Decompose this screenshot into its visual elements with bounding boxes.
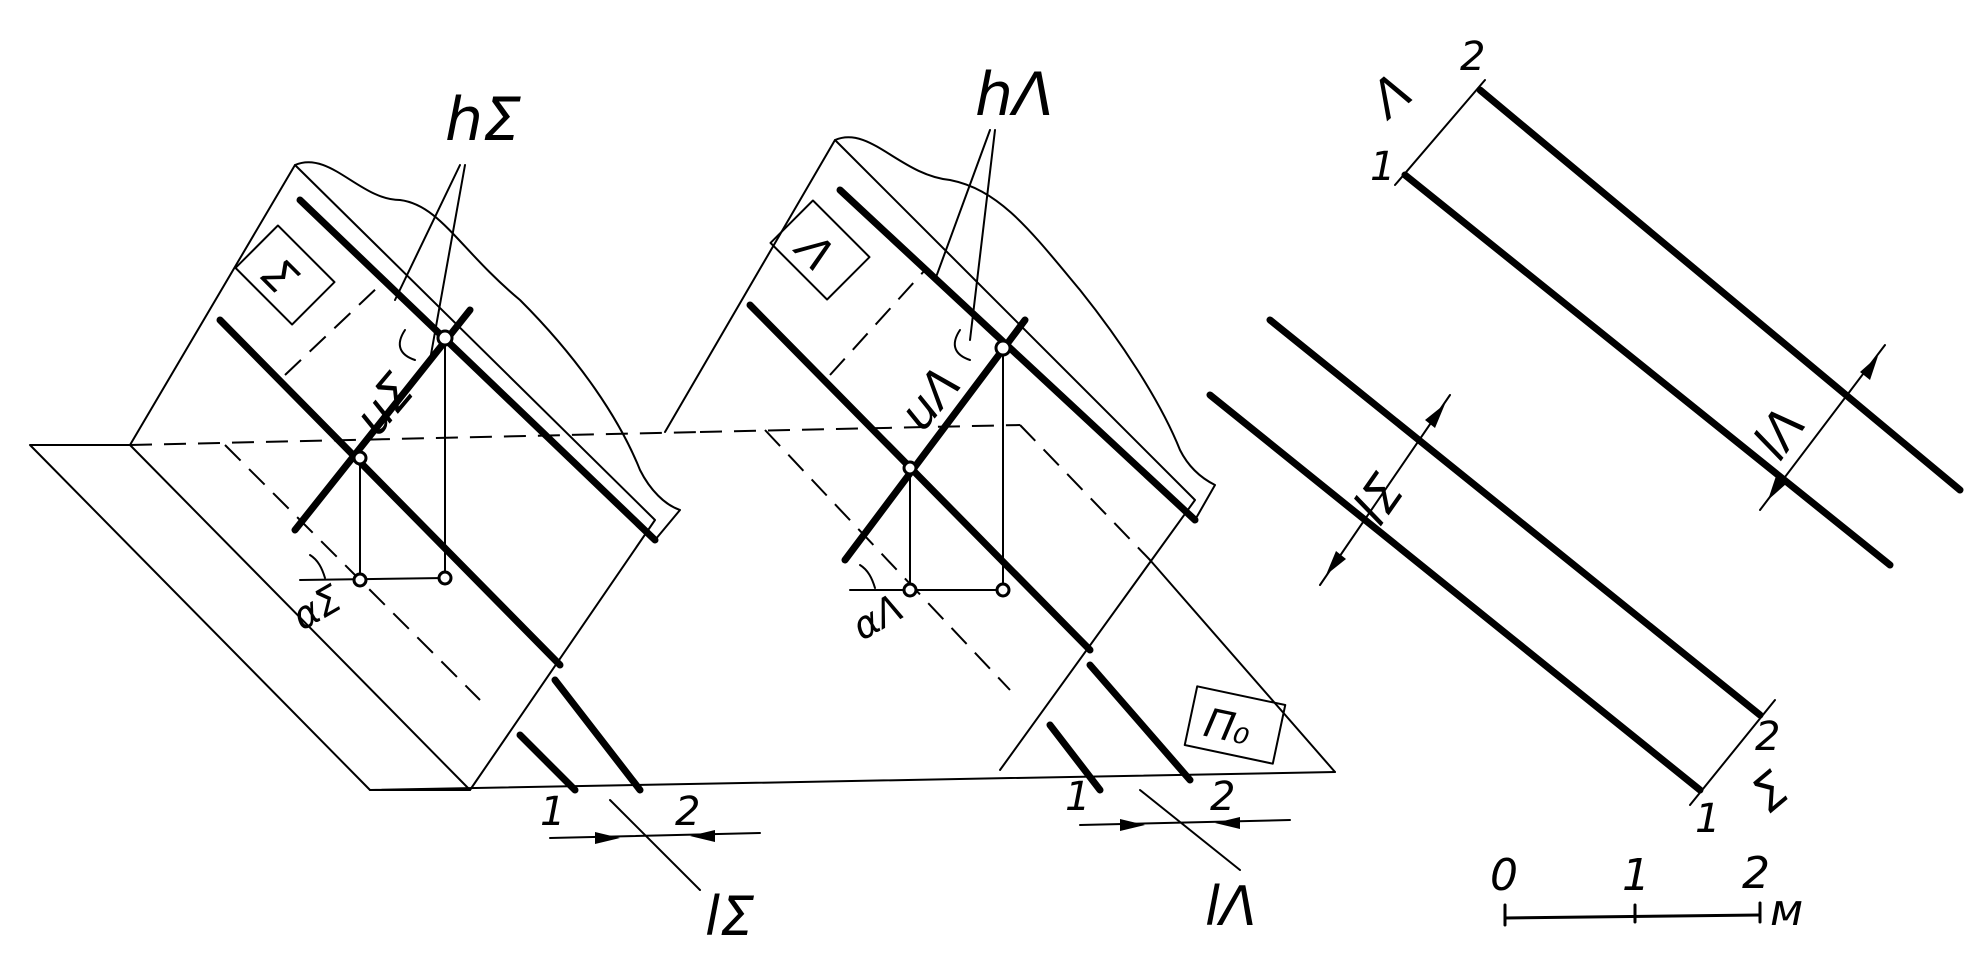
plan-dim-sigma <box>1319 394 1451 586</box>
plan-lambda-end <box>1394 79 1486 186</box>
label-one-b: 1 <box>1065 774 1090 820</box>
label-u-lambda: uΛ <box>889 356 973 440</box>
plan-arrow-lambda-2 <box>1768 476 1786 500</box>
dip-line-lambda <box>841 316 1029 564</box>
projector-sigma-base <box>299 577 446 581</box>
label-sigma-right: Σ <box>1741 761 1801 824</box>
label-alpha-sigma: αΣ <box>285 576 349 639</box>
h-lambda-leader-1 <box>934 129 991 281</box>
point-sigma-2 <box>436 329 454 347</box>
scale-label-1: 1 <box>1622 850 1650 901</box>
plan-arrow-sigma-1 <box>1425 404 1445 428</box>
pi0-plane-edge <box>1149 559 1336 773</box>
label-two-a: 2 <box>675 789 700 835</box>
point-sigma-1 <box>352 450 368 466</box>
dim-arrow-lambda-1 <box>1120 819 1145 831</box>
label-lambda-right: Λ <box>1357 62 1424 131</box>
contour-line-sigma-1 <box>216 316 564 669</box>
plane-lambda-wavy-edge <box>834 136 1216 521</box>
contour-line-sigma-1-ext <box>516 731 579 794</box>
sigma-box <box>234 224 336 326</box>
contour-line-sigma-2-ext <box>551 676 644 794</box>
dash-mid-1 <box>764 429 1011 691</box>
label-one-right-top: 1 <box>1370 144 1395 190</box>
scale-unit: м <box>1770 885 1803 936</box>
ground-plane-left <box>29 444 471 791</box>
label-two-b: 2 <box>1210 774 1235 820</box>
contour-line-sigma-2 <box>296 196 659 544</box>
figure-plan <box>1206 79 1964 927</box>
label-h-sigma: hΣ <box>445 85 521 155</box>
label-sigma-box: Σ <box>251 249 307 305</box>
plane-lambda-outline <box>664 139 1196 771</box>
point-lambda-3 <box>902 582 918 598</box>
point-lambda-1 <box>902 460 918 476</box>
pi0-box <box>1183 685 1287 765</box>
contour-line-lambda-2 <box>836 186 1199 524</box>
plan-line-lambda-1 <box>1401 171 1894 569</box>
label-h-lambda: hΛ <box>975 60 1054 130</box>
contour-line-lambda-1 <box>746 301 1094 654</box>
lambda-box <box>769 199 871 301</box>
label-lambda-box: Λ <box>784 222 843 281</box>
plan-line-lambda-2 <box>1476 86 1964 494</box>
dash-mid-2 <box>829 269 926 376</box>
dip-line-sigma <box>291 306 474 534</box>
dimension-line-lambda <box>1079 819 1291 826</box>
ground-plane-bottom-edge <box>369 771 1336 791</box>
label-one-a: 1 <box>540 789 565 835</box>
h-sigma-leader-1 <box>394 164 461 301</box>
plane-sigma-outline <box>129 164 656 791</box>
point-sigma-4 <box>437 570 453 586</box>
scale-label-0: 0 <box>1490 850 1518 901</box>
dimension-leader-lambda <box>1139 789 1241 871</box>
dim-arrow-sigma-1 <box>595 832 620 844</box>
dash-left-1 <box>224 444 481 701</box>
label-l-sigma: lΣ <box>705 885 755 948</box>
point-lambda-2 <box>994 339 1012 357</box>
dimension-line-sigma <box>549 832 761 839</box>
label-l-sigma-right: lΣ <box>1342 464 1416 535</box>
label-pi0-box: Π₀ <box>1200 700 1255 755</box>
right-angle-mark-lambda <box>953 329 971 361</box>
dimension-leader-sigma <box>609 799 701 891</box>
dash-left-2 <box>284 284 381 376</box>
horizon-dash-middle <box>699 424 1021 433</box>
label-two-right-top: 2 <box>1460 34 1485 80</box>
point-sigma-3 <box>352 572 368 588</box>
plan-arrow-lambda-1 <box>1860 356 1878 380</box>
label-one-right-bottom: 1 <box>1695 796 1720 842</box>
scale-bar-line <box>1503 913 1762 920</box>
dash-mid-3 <box>1019 424 1151 561</box>
point-lambda-4 <box>995 582 1011 598</box>
label-two-right-bottom: 2 <box>1755 714 1780 760</box>
contour-line-lambda-2-ext <box>1086 661 1194 784</box>
figure-lambda <box>664 129 1336 871</box>
angle-arc-lambda <box>859 564 876 589</box>
plan-arrow-sigma-2 <box>1326 551 1346 575</box>
right-angle-mark-sigma <box>398 329 416 361</box>
plan-sigma-end <box>1689 699 1776 806</box>
plan-line-sigma-1 <box>1206 391 1704 794</box>
dim-arrow-lambda-2 <box>1215 817 1240 829</box>
label-alpha-lambda: αΛ <box>845 585 911 649</box>
label-l-lambda: lΛ <box>1205 875 1257 938</box>
plan-line-sigma-2 <box>1266 316 1764 719</box>
horizon-dash-left <box>129 431 701 446</box>
angle-arc-sigma <box>309 554 326 579</box>
contour-line-lambda-1-ext <box>1046 721 1104 794</box>
dim-arrow-sigma-2 <box>690 830 715 842</box>
plane-sigma-wavy-edge <box>294 161 681 541</box>
scale-label-2: 2 <box>1742 848 1770 899</box>
h-sigma-leader-2 <box>429 164 466 361</box>
figure-sigma <box>29 161 1336 891</box>
h-lambda-leader-2 <box>969 129 996 341</box>
